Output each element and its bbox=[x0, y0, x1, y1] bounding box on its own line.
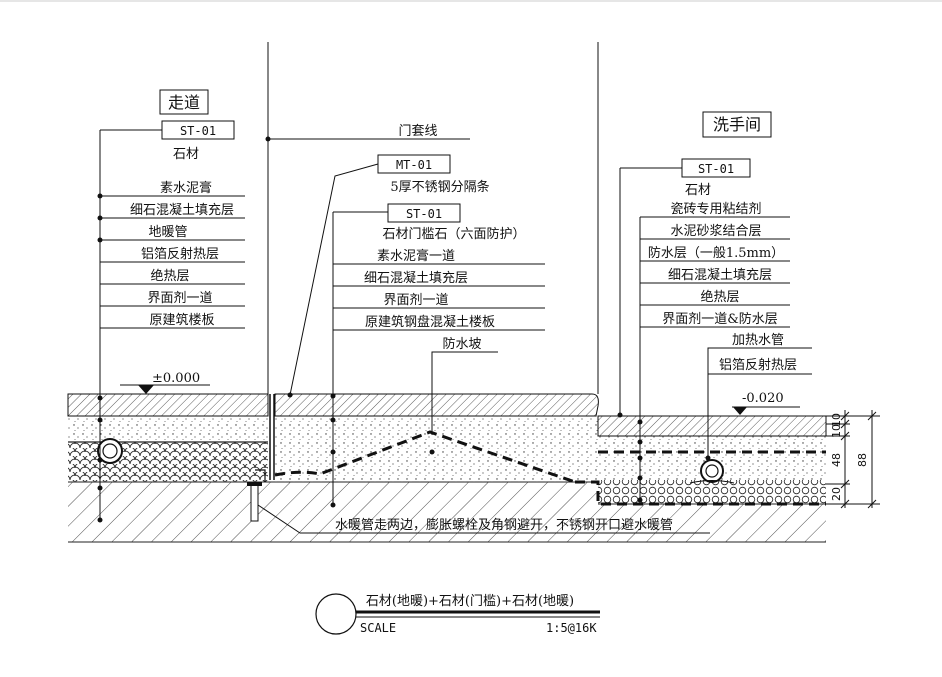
foil-label: 铝箔反射热层 bbox=[719, 357, 797, 373]
svg-text:48: 48 bbox=[830, 453, 843, 467]
middle-layer-labels: 石材门槛石（六面防护） 素水泥膏一道 细石混凝土填充层 界面剂一道 原建筑钢盘混… bbox=[364, 226, 526, 352]
door-trim-label: 门套线 bbox=[398, 123, 437, 139]
left-layer-label: 原建筑楼板 bbox=[149, 312, 214, 328]
right-layer-label: 瓷砖专用粘结剂 bbox=[670, 202, 761, 217]
left-layer-label: 细石混凝土填充层 bbox=[130, 202, 234, 218]
left-layer-labels: 石材 素水泥膏 细石混凝土填充层 地暖管 铝箔反射热层 绝热层 界面剂一道 原建… bbox=[130, 147, 234, 328]
installation-note: 水暖管走两边，膨胀螺栓及角钢避开，不锈钢开口避水暖管 bbox=[335, 518, 673, 533]
right-layer-label: 防水层（一般1.5mm） bbox=[648, 245, 784, 261]
heating-pipe-icon bbox=[689, 459, 735, 484]
slope-label: 防水坡 bbox=[442, 336, 481, 352]
svg-text:ST-01: ST-01 bbox=[406, 207, 442, 221]
middle-layer-label: 石材门槛石（六面防护） bbox=[382, 226, 525, 242]
svg-text:-0.020: -0.020 bbox=[742, 391, 784, 406]
right-material-tag: ST-01 bbox=[681, 158, 751, 178]
left-layer-label: 绝热层 bbox=[150, 268, 189, 284]
right-layer-label: 界面剂一道&防水层 bbox=[662, 311, 778, 327]
svg-text:10: 10 bbox=[830, 424, 843, 438]
drawing-title: 石材(地暖)+石材(门槛)+石材(地暖) bbox=[366, 594, 574, 609]
middle-layer-label: 原建筑钢盘混凝土楼板 bbox=[365, 314, 495, 330]
dimension-chain bbox=[826, 410, 880, 509]
left-layer-label: 素水泥膏 bbox=[160, 180, 212, 196]
dimension-values: 10 10 48 20 88 bbox=[830, 413, 869, 501]
title-block: 石材(地暖)+石材(门槛)+石材(地暖) SCALE 1:5@16K bbox=[315, 593, 600, 635]
svg-text:洗手间: 洗手间 bbox=[713, 115, 761, 134]
anchor-bolt-icon bbox=[247, 469, 266, 522]
scale-label: SCALE bbox=[360, 621, 396, 635]
mt-tag: MT-01 bbox=[377, 154, 451, 174]
threshold-layers bbox=[269, 393, 599, 484]
svg-text:ST-01: ST-01 bbox=[180, 124, 216, 138]
middle-layer-label: 素水泥膏一道 bbox=[377, 248, 455, 264]
middle-material-tag: ST-01 bbox=[387, 203, 461, 223]
svg-text:±0.000: ±0.000 bbox=[152, 371, 200, 386]
svg-text:走道: 走道 bbox=[168, 93, 200, 112]
left-layer-label: 地暖管 bbox=[148, 225, 187, 240]
svg-text:MT-01: MT-01 bbox=[396, 158, 432, 172]
heating-pipe-label: 加热水管 bbox=[732, 333, 784, 348]
svg-text:10: 10 bbox=[830, 413, 843, 427]
left-floor-layers bbox=[67, 393, 269, 482]
room-label-corridor: 走道 bbox=[159, 89, 209, 115]
left-layer-label: 铝箔反射热层 bbox=[141, 246, 219, 262]
left-layer-label: 石材 bbox=[173, 147, 199, 162]
detail-number-circle bbox=[315, 593, 357, 635]
room-label-washroom: 洗手间 bbox=[702, 111, 772, 138]
level-marker-right: -0.020 bbox=[732, 391, 800, 415]
right-layer-label: 细石混凝土填充层 bbox=[668, 267, 772, 283]
mt-label: 5厚不锈钢分隔条 bbox=[390, 179, 489, 195]
scale-value: 1:5@16K bbox=[546, 621, 597, 635]
left-layer-label: 界面剂一道 bbox=[147, 291, 212, 306]
heating-pipe-icon bbox=[97, 438, 123, 464]
middle-layer-label: 细石混凝土填充层 bbox=[364, 270, 468, 286]
svg-text:20: 20 bbox=[830, 487, 843, 501]
right-layer-label: 石材 bbox=[685, 183, 711, 198]
level-marker-left: ±0.000 bbox=[120, 371, 210, 394]
svg-text:ST-01: ST-01 bbox=[698, 162, 734, 176]
right-floor-layers bbox=[575, 415, 827, 506]
right-layer-label: 水泥砂浆结合层 bbox=[670, 224, 761, 239]
svg-text:88: 88 bbox=[856, 453, 869, 467]
middle-layer-label: 界面剂一道 bbox=[383, 293, 448, 308]
left-material-tag: ST-01 bbox=[161, 120, 235, 140]
right-layer-label: 绝热层 bbox=[700, 289, 739, 305]
right-layer-labels: 石材 瓷砖专用粘结剂 水泥砂浆结合层 防水层（一般1.5mm） 细石混凝土填充层… bbox=[648, 183, 797, 373]
